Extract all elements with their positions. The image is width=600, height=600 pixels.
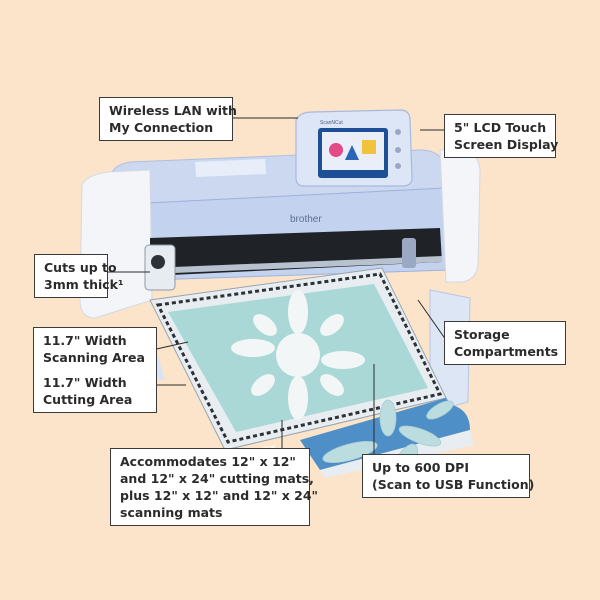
callout-text: Wireless LAN with: [109, 103, 237, 118]
callout-leader-lines: [106, 117, 448, 462]
callout-dpi: Up to 600 DPI (Scan to USB Function): [362, 454, 535, 498]
lcd-shape-pink: [329, 143, 343, 157]
callout-text: (Scan to USB Function): [372, 477, 535, 492]
side-handle: [402, 238, 416, 268]
callout-text: Up to 600 DPI: [372, 460, 469, 475]
top-recess: [195, 159, 266, 177]
lcd-button: [395, 129, 401, 135]
callout-lcd-display: 5" LCD Touch Screen Display: [444, 114, 559, 158]
callout-text: and 12" x 24" cutting mats,: [120, 471, 314, 486]
lcd-button: [395, 163, 401, 169]
callout-text: Compartments: [454, 344, 559, 359]
callout-text: Accommodates 12" x 12": [120, 454, 296, 469]
lcd-shape-yellow: [362, 140, 376, 154]
lcd-shape-blue: [345, 145, 359, 160]
right-end-cap: [439, 149, 481, 283]
callout-text: Cutting Area: [43, 392, 133, 407]
callout-text: 5" LCD Touch: [454, 120, 547, 135]
callout-text: Scanning Area: [43, 350, 145, 365]
callout-text: 3mm thick¹: [44, 277, 124, 292]
cutting-head-knob: [151, 255, 165, 269]
mat-ruler: [155, 272, 443, 444]
callout-text: Cuts up to: [44, 260, 117, 275]
callout-text: Storage: [454, 327, 510, 342]
machine-logo: brother: [290, 214, 322, 225]
callout-storage: Storage Compartments: [444, 321, 566, 365]
callout-text: 11.7" Width: [43, 375, 127, 390]
callout-width-areas: 11.7" Width Scanning Area 11.7" Width Cu…: [33, 327, 157, 413]
callout-text: Screen Display: [454, 137, 559, 152]
callout-text: scanning mats: [120, 505, 223, 520]
callout-text: 11.7" Width: [43, 333, 127, 348]
callout-cut-thickness: Cuts up to 3mm thick¹: [34, 254, 124, 298]
callout-mat-sizes: Accommodates 12" x 12" and 12" x 24" cut…: [110, 448, 319, 526]
callout-text: plus 12" x 12" and 12" x 24": [120, 488, 319, 503]
callout-text: My Connection: [109, 120, 214, 135]
snowflake-design: [231, 290, 365, 420]
callout-wireless-lan: Wireless LAN with My Connection: [99, 97, 237, 141]
lcd-button: [395, 147, 401, 153]
screen-logo: ScanNCut: [320, 120, 343, 126]
roller-bar: [150, 256, 442, 274]
